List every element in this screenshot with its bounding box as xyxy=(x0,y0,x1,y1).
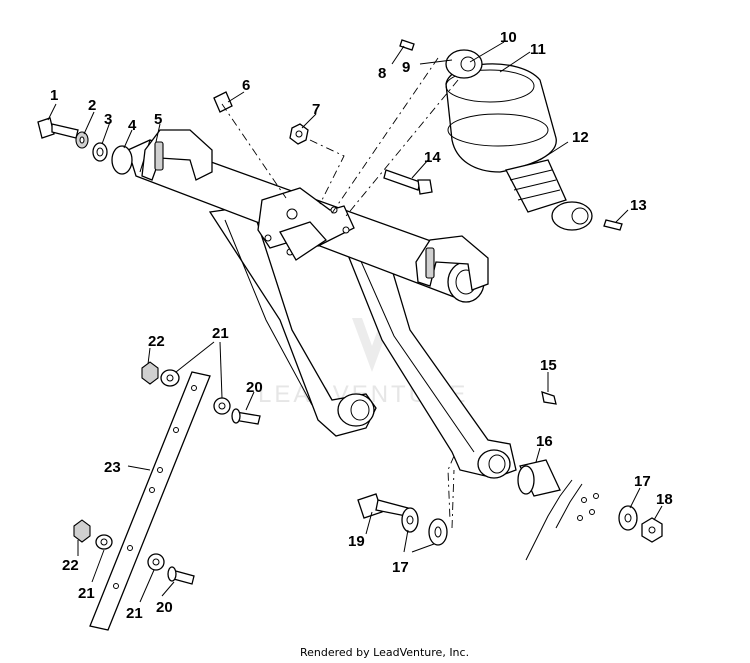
callout-20-top: 20 xyxy=(246,379,263,396)
callout-1: 1 xyxy=(50,87,58,104)
callout-16: 16 xyxy=(536,433,553,450)
callout-14: 14 xyxy=(424,149,441,166)
callout-18: 18 xyxy=(656,491,673,508)
callout-9: 9 xyxy=(402,59,410,76)
shock-absorber xyxy=(445,49,593,231)
swing-arm xyxy=(111,129,517,479)
callout-4: 4 xyxy=(128,117,137,134)
callout-15: 15 xyxy=(540,357,557,374)
callout-20-bottom: 20 xyxy=(156,599,173,616)
callout-23: 23 xyxy=(104,459,121,476)
hardware-bottom-right xyxy=(357,479,663,561)
callout-3: 3 xyxy=(104,111,112,128)
callout-17-left: 17 xyxy=(392,559,409,576)
callout-21-bottom-right: 21 xyxy=(126,605,143,622)
leader-lines xyxy=(47,41,663,603)
strap-assembly xyxy=(73,361,261,631)
callout-7: 7 xyxy=(312,101,320,118)
callout-8: 8 xyxy=(378,65,386,82)
callout-12: 12 xyxy=(572,129,589,146)
callout-11: 11 xyxy=(530,41,546,58)
assembly-lines xyxy=(221,57,459,529)
callout-5: 5 xyxy=(154,111,162,128)
hardware-top xyxy=(37,39,623,497)
footer-credit: Rendered by LeadVenture, Inc. xyxy=(300,646,469,659)
callout-21-bottom-left: 21 xyxy=(78,585,95,602)
callout-6: 6 xyxy=(242,77,250,94)
callout-2: 2 xyxy=(88,97,96,114)
callout-10: 10 xyxy=(500,29,517,46)
callout-22-top: 22 xyxy=(148,333,165,350)
callout-21-top: 21 xyxy=(212,325,229,342)
callout-labels: 1 2 3 4 5 6 7 8 9 10 11 12 13 14 15 16 1… xyxy=(50,29,673,622)
callout-17-right: 17 xyxy=(634,473,651,490)
callout-19: 19 xyxy=(348,533,365,550)
callout-22-bottom: 22 xyxy=(62,557,79,574)
callout-13: 13 xyxy=(630,197,647,214)
